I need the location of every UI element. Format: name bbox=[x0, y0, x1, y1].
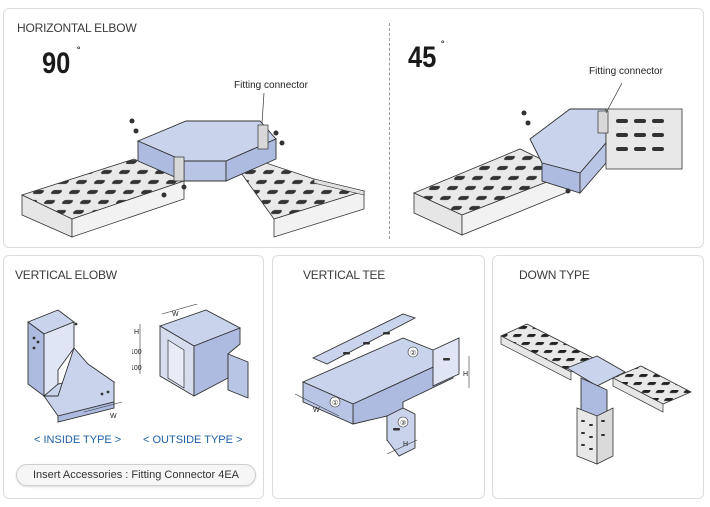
outside-100a-dim: 100 bbox=[132, 349, 142, 356]
outside-w-dim: W bbox=[172, 311, 179, 318]
inside-type-label: < INSIDE TYPE > bbox=[34, 434, 122, 446]
fitting-connector-callout-45: Fitting connector bbox=[589, 66, 663, 77]
elbow-90-illustration bbox=[20, 92, 366, 238]
panel-divider bbox=[389, 23, 390, 239]
down-type-panel: DOWN TYPE bbox=[492, 255, 704, 499]
down-type-illustration bbox=[500, 323, 692, 465]
vertical-elbow-panel: VERTICAL ELOBW W H 100 100 W < INSIDE TY… bbox=[3, 255, 264, 499]
outside-h-dim: H bbox=[134, 329, 139, 336]
degree-symbol-45: ˚ bbox=[441, 39, 445, 53]
tee-h-bottom-dim: H bbox=[403, 441, 408, 448]
outside-type-illustration: H 100 100 W bbox=[132, 304, 249, 399]
outside-type-label: < OUTSIDE TYPE > bbox=[143, 434, 243, 446]
vertical-tee-title: VERTICAL TEE bbox=[303, 268, 386, 282]
tee-w-dim: W bbox=[313, 407, 320, 414]
elbow-45-illustration bbox=[413, 83, 683, 236]
fitting-connector-callout-90: Fitting connector bbox=[234, 80, 308, 91]
tee-h-right-dim: H bbox=[463, 371, 468, 378]
tee-mark-3: ③ bbox=[400, 419, 406, 427]
inside-type-illustration: W bbox=[27, 309, 123, 423]
down-type-title: DOWN TYPE bbox=[519, 268, 590, 282]
angle-45-label: 45 bbox=[408, 41, 437, 74]
tee-mark-2: ② bbox=[410, 349, 416, 357]
vertical-elbow-title: VERTICAL ELOBW bbox=[15, 268, 117, 282]
degree-symbol-90: ˚ bbox=[77, 45, 81, 59]
tee-mark-1: ① bbox=[332, 399, 338, 407]
inside-w-dim: W bbox=[110, 413, 117, 420]
horizontal-elbow-title: HORIZONTAL ELBOW bbox=[17, 21, 137, 35]
horizontal-elbow-panel: HORIZONTAL ELBOW 90 ˚ Fitting connector … bbox=[3, 8, 704, 248]
vertical-tee-illustration: ① ② ③ W H H bbox=[294, 313, 470, 457]
accessory-note-badge: Insert Accessories : Fitting Connector 4… bbox=[16, 464, 256, 486]
vertical-tee-panel: VERTICAL TEE ① ② ③ W H H bbox=[272, 255, 485, 499]
angle-90-label: 90 bbox=[42, 47, 71, 80]
outside-100b-dim: 100 bbox=[132, 365, 142, 372]
